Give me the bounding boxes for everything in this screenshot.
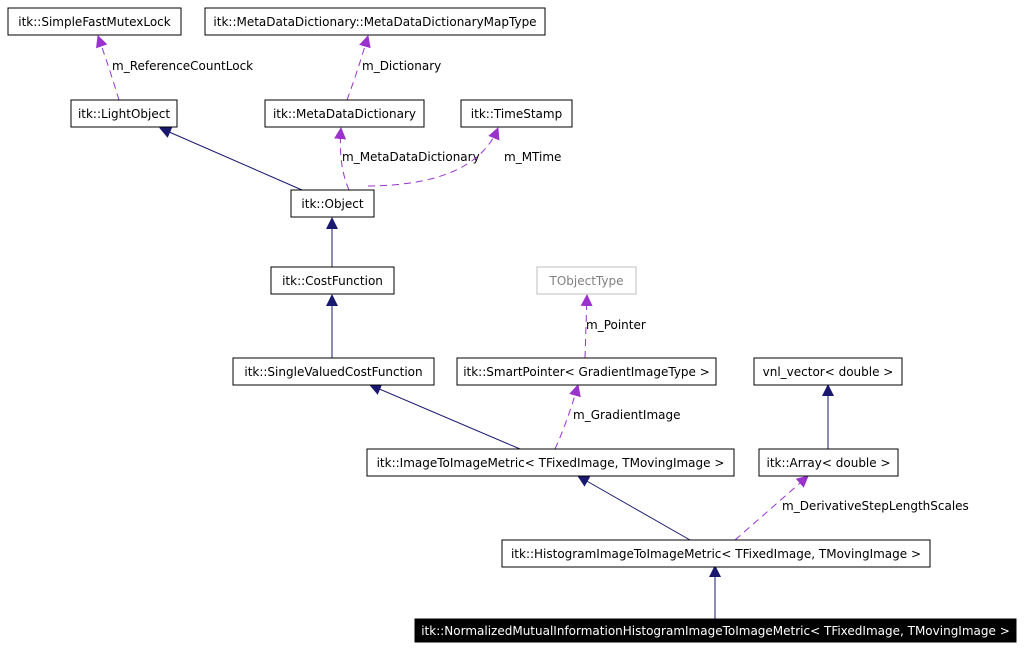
svg-text:itk::MetaDataDictionary::MetaD: itk::MetaDataDictionary::MetaDataDiction… xyxy=(213,15,536,29)
edge-mtime xyxy=(367,127,500,187)
node-meta-data-dictionary-map-type[interactable]: itk::MetaDataDictionary::MetaDataDiction… xyxy=(204,7,546,36)
svg-text:itk::ImageToImageMetric< TFixe: itk::ImageToImageMetric< TFixedImage, TM… xyxy=(377,456,725,470)
edge-label-reference-count-lock: m_ReferenceCountLock xyxy=(112,59,253,73)
node-histogram-image-to-image-metric[interactable]: itk::HistogramImageToImageMetric< TFixed… xyxy=(501,539,931,568)
edge-reference-count-lock xyxy=(96,35,120,101)
svg-text:itk::SingleValuedCostFunction: itk::SingleValuedCostFunction xyxy=(244,365,422,379)
edge-label-meta-data-dictionary: m_MetaDataDictionary xyxy=(342,150,480,164)
node-simple-fast-mutex-lock[interactable]: itk::SimpleFastMutexLock xyxy=(7,7,182,36)
svg-text:itk::SimpleFastMutexLock: itk::SimpleFastMutexLock xyxy=(18,15,171,29)
edge-gradient-image xyxy=(554,384,581,450)
edge-label-mtime: m_MTime xyxy=(504,150,561,164)
edge-label-gradient-image: m_GradientImage xyxy=(573,408,681,422)
edge-label-derivative-step-length-scales: m_DerivativeStepLengthScales xyxy=(782,499,969,513)
node-tobject-type[interactable]: TObjectType xyxy=(536,266,637,295)
svg-text:TObjectType: TObjectType xyxy=(549,274,624,288)
node-cost-function[interactable]: itk::CostFunction xyxy=(270,266,395,295)
node-light-object[interactable]: itk::LightObject xyxy=(70,99,178,128)
svg-text:itk::TimeStamp: itk::TimeStamp xyxy=(471,107,562,121)
svg-text:itk::Array< double >: itk::Array< double > xyxy=(766,456,890,470)
edge-object-inherits-light-object xyxy=(159,126,303,191)
svg-text:itk::SmartPointer< GradientIma: itk::SmartPointer< GradientImageType > xyxy=(463,365,710,379)
edge-label-pointer: m_Pointer xyxy=(586,318,646,332)
edge-derivative-step-length-scales xyxy=(734,475,809,541)
edge-image-metric-inherits-single-valued xyxy=(369,383,521,450)
node-normalized-mutual-information-metric[interactable]: itk::NormalizedMutualInformationHistogra… xyxy=(414,618,1017,643)
svg-text:vnl_vector< double >: vnl_vector< double > xyxy=(763,365,894,379)
svg-text:itk::Object: itk::Object xyxy=(301,197,363,211)
node-object[interactable]: itk::Object xyxy=(290,189,375,218)
svg-text:itk::NormalizedMutualInformati: itk::NormalizedMutualInformationHistogra… xyxy=(421,624,1010,638)
edge-pointer xyxy=(580,294,593,359)
node-time-stamp[interactable]: itk::TimeStamp xyxy=(460,99,573,128)
node-array-double[interactable]: itk::Array< double > xyxy=(758,448,899,477)
svg-text:itk::LightObject: itk::LightObject xyxy=(78,107,170,121)
edge-histogram-inherits-image-metric xyxy=(577,475,691,541)
edge-dictionary xyxy=(346,35,371,101)
node-meta-data-dictionary[interactable]: itk::MetaDataDictionary xyxy=(264,99,425,128)
svg-text:itk::HistogramImageToImageMetr: itk::HistogramImageToImageMetric< TFixed… xyxy=(511,547,921,561)
svg-text:itk::MetaDataDictionary: itk::MetaDataDictionary xyxy=(273,107,416,121)
node-image-to-image-metric[interactable]: itk::ImageToImageMetric< TFixedImage, TM… xyxy=(366,448,735,477)
node-smart-pointer-gradient[interactable]: itk::SmartPointer< GradientImageType > xyxy=(456,357,717,386)
edge-label-dictionary: m_Dictionary xyxy=(362,59,441,73)
edge-meta-data-dictionary xyxy=(334,127,350,191)
node-single-valued-cost-function[interactable]: itk::SingleValuedCostFunction xyxy=(232,357,435,386)
svg-text:itk::CostFunction: itk::CostFunction xyxy=(282,274,383,288)
node-vnl-vector-double[interactable]: vnl_vector< double > xyxy=(753,357,903,386)
